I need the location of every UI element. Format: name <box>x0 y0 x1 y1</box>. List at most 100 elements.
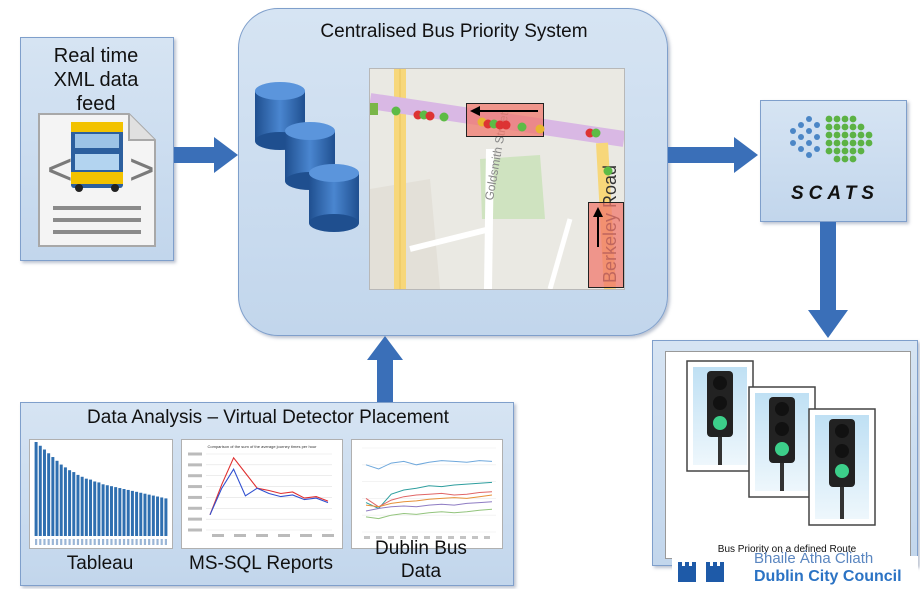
tableau-bar <box>84 478 88 536</box>
tableau-bar <box>160 497 164 536</box>
footer-council-text: Dublin City Council <box>754 568 902 585</box>
mssql-y-tick <box>188 517 202 521</box>
tableau-bar <box>72 472 76 536</box>
tableau-tick-label <box>110 539 113 545</box>
mssql-label: MS-SQL Reports <box>189 553 333 574</box>
tableau-tick-label <box>164 539 167 545</box>
arrow-feed-to-system <box>174 137 238 173</box>
dublinbus-chart-card <box>351 439 503 549</box>
xml-document-icon: < > <box>38 113 156 247</box>
dublinbus-x-tick <box>436 536 442 539</box>
tableau-tick-label <box>106 539 109 545</box>
traffic-light-photos <box>686 360 876 526</box>
tableau-tick-label <box>47 539 50 545</box>
dublinbus-x-tick <box>460 536 466 539</box>
tableau-tick-label <box>139 539 142 545</box>
database-icon <box>255 82 359 232</box>
tableau-bar <box>147 494 151 536</box>
tableau-tick-label <box>68 539 71 545</box>
mssql-x-tick <box>300 534 312 537</box>
mssql-y-tick <box>188 495 202 499</box>
bus-position-markers <box>370 103 613 176</box>
mssql-chart-title: Comparison of the sum of the average jou… <box>208 444 318 449</box>
mssql-x-tick <box>256 534 268 537</box>
dublinbus-x-tick <box>376 536 382 539</box>
traffic-lights-caption: Bus Priority on a defined Route <box>717 544 857 555</box>
tableau-bar <box>63 467 67 536</box>
tableau-tick-label <box>148 539 151 545</box>
tableau-bar <box>139 492 143 536</box>
tableau-bar <box>130 490 134 536</box>
mssql-y-tick <box>188 506 202 510</box>
tableau-bar <box>105 485 109 536</box>
scats-logo-text: SCATS <box>791 183 879 204</box>
arrow-analysis-to-system <box>367 336 403 402</box>
mssql-series-line <box>209 456 329 515</box>
dcc-footer-logo: Bhaile Átha Cliath Dublin City Council <box>672 550 918 589</box>
dublinbus-series-line <box>365 460 493 470</box>
tableau-tick-label <box>35 539 38 545</box>
dublinbus-series-line <box>365 501 493 512</box>
tableau-chart-card <box>29 439 173 549</box>
dublinbus-x-tick <box>484 536 490 539</box>
data-analysis-title: Data Analysis – Virtual Detector Placeme… <box>87 407 449 428</box>
tableau-tick-label <box>122 539 126 545</box>
mssql-x-tick <box>278 534 290 537</box>
scats-logo-icon <box>790 115 873 163</box>
central-system-panel: Centralised Bus Priority System <box>238 8 668 336</box>
tableau-tick-label <box>114 539 117 545</box>
direction-arrow-north-icon <box>593 207 603 247</box>
dublinbus-x-tick <box>424 536 430 539</box>
tableau-tick-label <box>131 539 134 545</box>
tableau-tick-label <box>89 539 92 545</box>
traffic-light-photo-2 <box>748 386 816 498</box>
tableau-bar <box>118 488 122 536</box>
mssql-x-tick <box>234 534 246 537</box>
dublinbus-label: Dublin Bus Data <box>375 538 467 582</box>
tableau-tick-label <box>55 539 59 545</box>
tableau-bar <box>59 464 63 536</box>
tableau-tick-label <box>118 539 121 545</box>
tableau-bar <box>151 495 155 536</box>
bus-photo <box>71 122 123 192</box>
dublinbus-series-line <box>365 508 493 520</box>
dublinbus-x-tick <box>472 536 478 539</box>
tableau-label: Tableau <box>66 553 134 574</box>
tableau-bar <box>135 491 139 536</box>
tableau-tick-label <box>152 539 155 545</box>
mssql-y-tick <box>188 452 202 456</box>
tableau-tick-label <box>93 539 96 545</box>
traffic-lights-panel: Bus Priority on a defined Route <box>652 340 918 566</box>
bus-map: Goldsmith Street Berkeley Road <box>369 68 625 290</box>
footer-irish-text: Bhaile Átha Cliath <box>754 550 874 567</box>
tableau-tick-label <box>60 539 63 545</box>
tableau-bar <box>34 442 38 536</box>
tableau-bar <box>164 498 168 536</box>
tableau-bar <box>38 445 42 536</box>
realtime-feed-panel: Real time XML data feed < > <box>20 37 174 261</box>
tableau-tick-label <box>51 539 54 545</box>
tableau-tick-label <box>143 539 147 545</box>
mssql-x-tick <box>212 534 224 537</box>
tableau-tick-label <box>135 539 138 545</box>
mssql-y-tick <box>188 528 202 532</box>
tableau-bar <box>122 489 126 536</box>
tableau-bar <box>76 474 80 536</box>
tableau-bar <box>51 457 55 536</box>
dublinbus-series-line <box>365 494 493 508</box>
tableau-bar <box>93 481 97 536</box>
mssql-y-tick <box>188 463 202 467</box>
tableau-tick-label <box>72 539 75 545</box>
scats-panel: SCATS <box>760 100 907 222</box>
dublinbus-x-tick <box>388 536 394 539</box>
dublinbus-x-tick <box>448 536 454 539</box>
tableau-bar <box>55 460 59 536</box>
tableau-bar <box>97 482 101 536</box>
tableau-tick-label <box>160 539 163 545</box>
central-system-title: Centralised Bus Priority System <box>320 21 588 42</box>
mssql-y-tick <box>188 474 202 478</box>
tableau-tick-label <box>85 539 88 545</box>
traffic-light-photo-3 <box>808 408 876 526</box>
tableau-tick-label <box>97 539 100 545</box>
dublinbus-chart <box>362 447 496 539</box>
